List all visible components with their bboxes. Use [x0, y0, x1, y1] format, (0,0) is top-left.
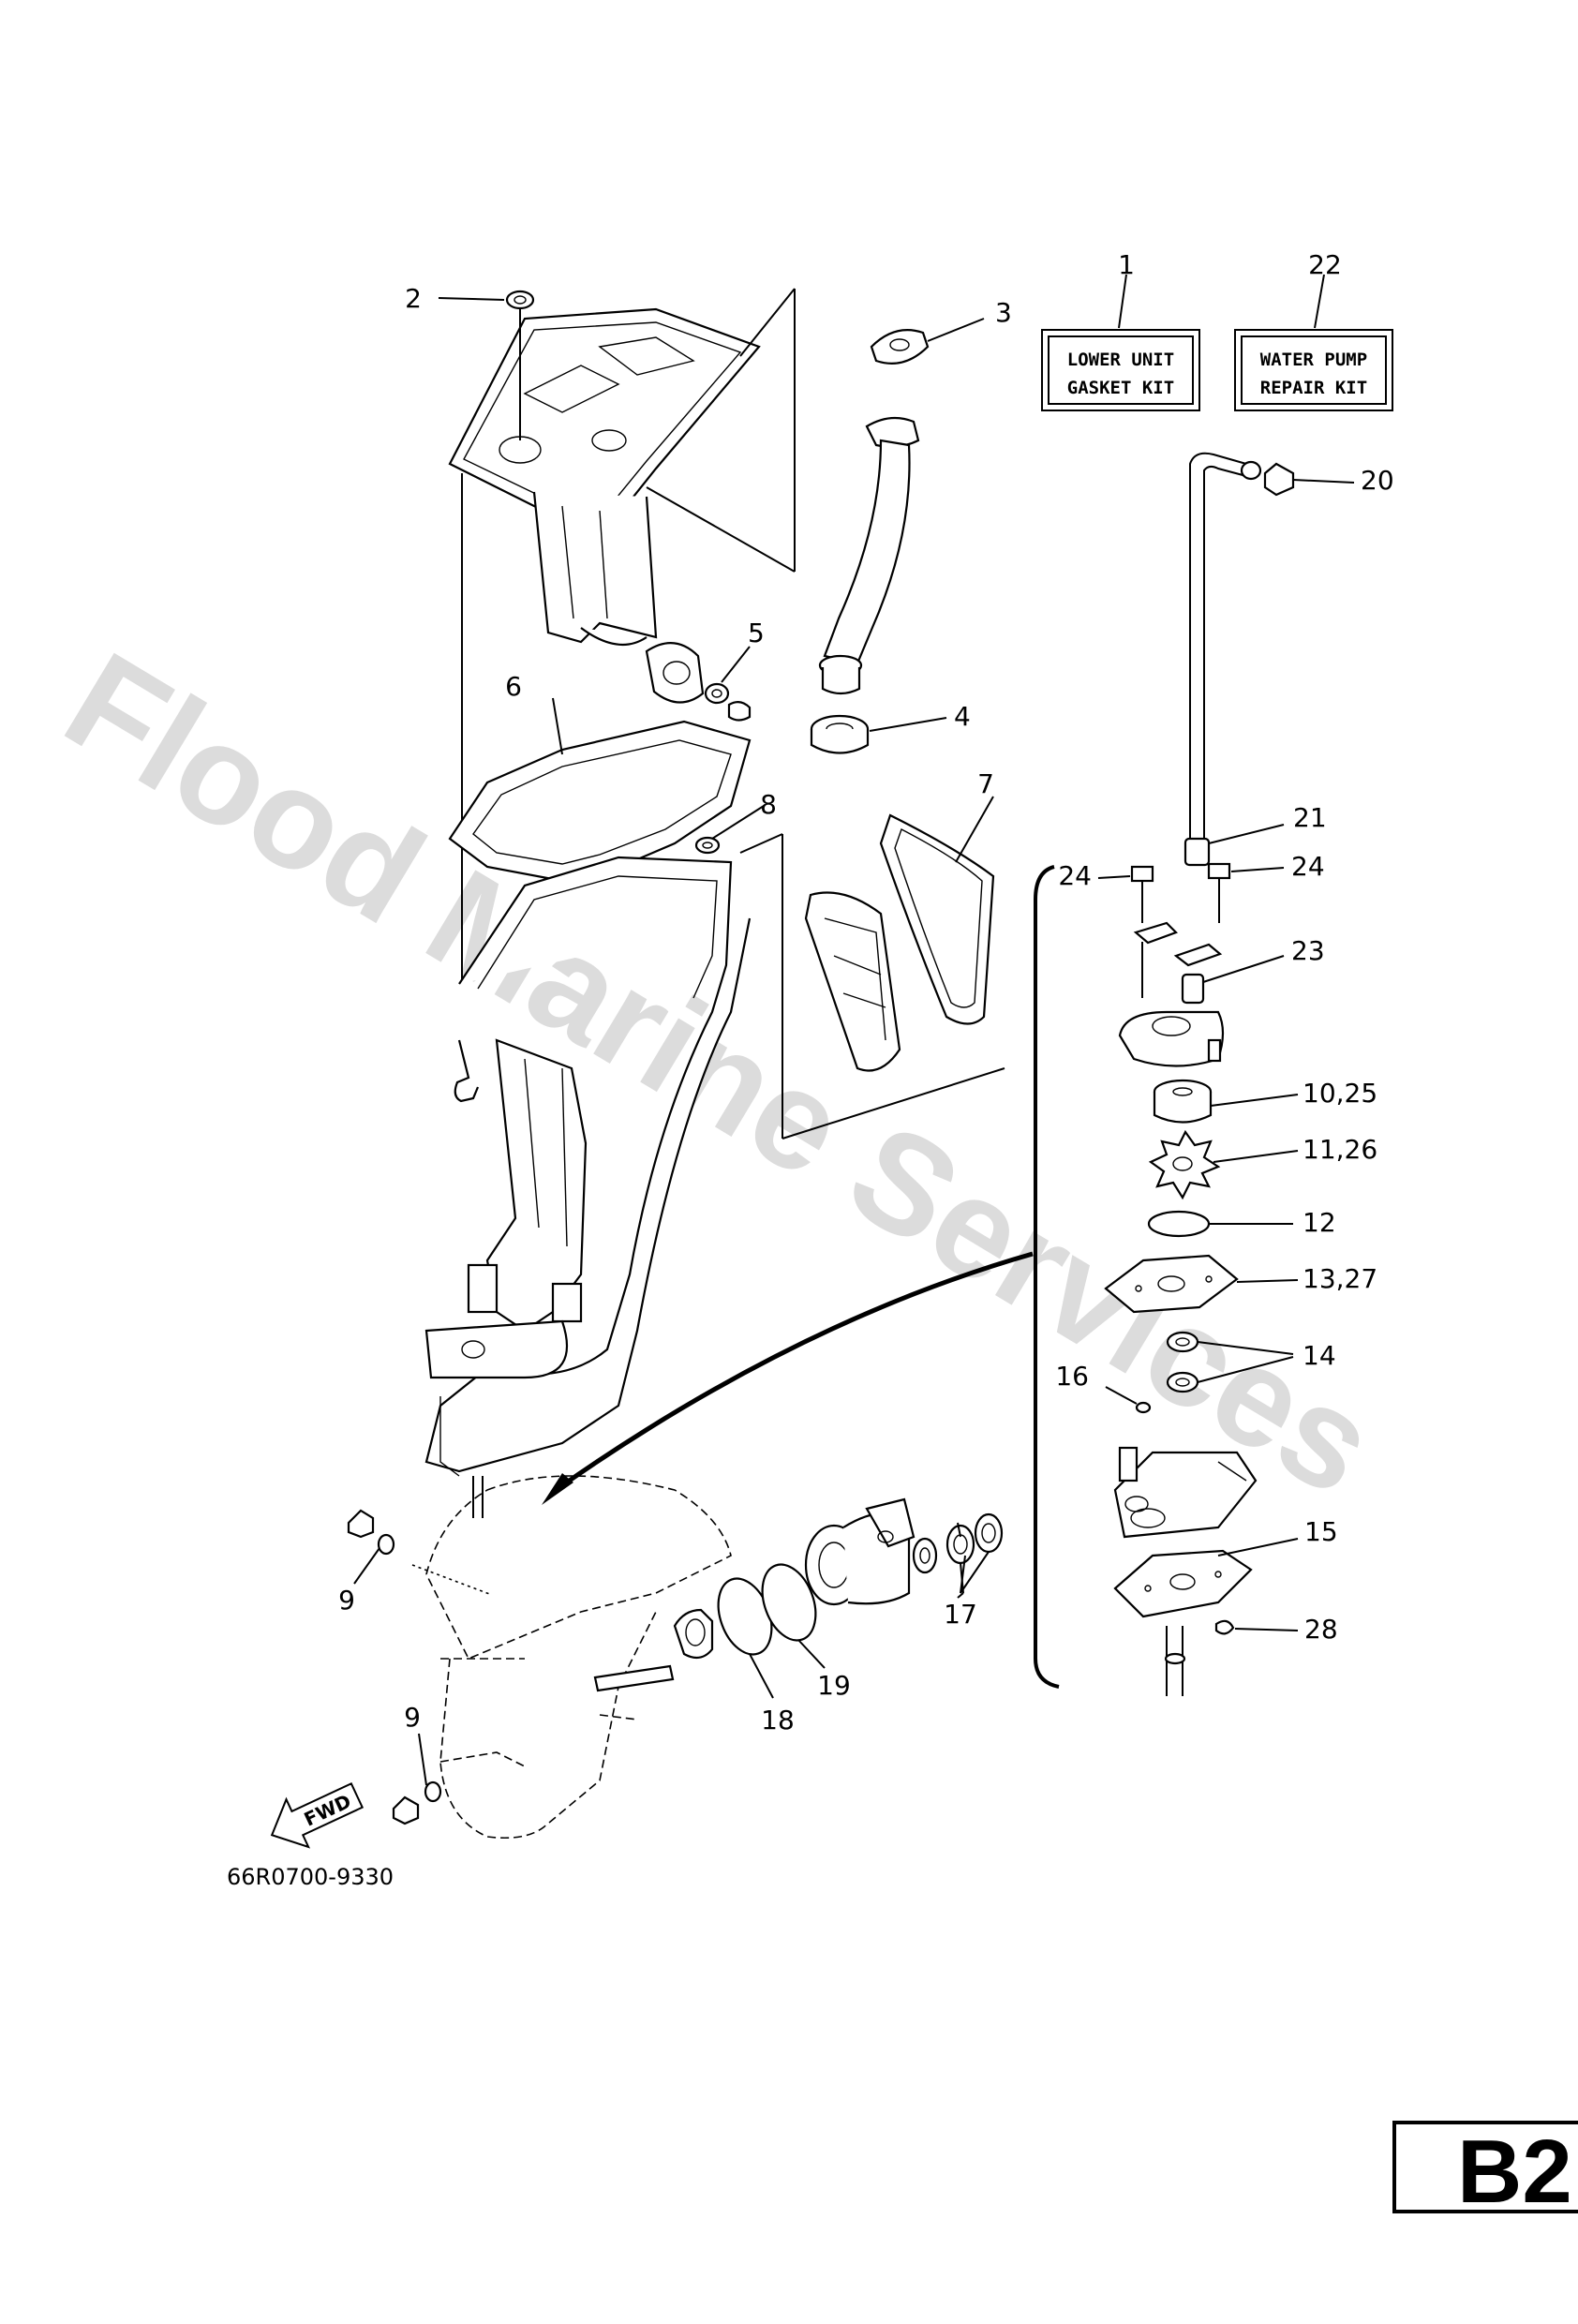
sleeve-21: [1184, 824, 1285, 867]
grommet-20: [1263, 462, 1355, 497]
drain-plug-9-upper: [347, 1509, 395, 1585]
callout-21: 21: [1293, 802, 1327, 833]
callout-9-upper: 9: [338, 1585, 355, 1616]
seal-4: [810, 714, 947, 754]
pump-case-base: [1113, 1446, 1258, 1539]
callout-20: 20: [1361, 465, 1394, 496]
exhaust-tube: [818, 416, 920, 695]
page-label: B2: [1457, 2122, 1572, 2222]
callout-11-26: 11,26: [1303, 1134, 1377, 1165]
callout-7: 7: [977, 768, 994, 799]
key-28: [1214, 1619, 1299, 1635]
kit-22-line2: REPAIR KIT: [1260, 378, 1367, 398]
callout-23: 23: [1291, 935, 1325, 966]
callout-9-lower: 9: [404, 1702, 421, 1733]
callout-13-27: 13,27: [1303, 1263, 1377, 1294]
insert-cartridge-10-25: [1153, 1079, 1299, 1124]
bolt-housing: [454, 1039, 480, 1103]
callout-17: 17: [944, 1599, 977, 1630]
insert-23: [1181, 955, 1285, 1005]
lower-unit-gasket-kit-box: 1 LOWER UNIT GASKET KIT: [1041, 249, 1200, 411]
lower-unit-gearcase: [411, 1475, 732, 1840]
pin-16: [1105, 1386, 1152, 1414]
water-pump-repair-kit-box: 22 WATER PUMP REPAIR KIT: [1234, 249, 1393, 411]
fwd-arrow-icon: FWD: [270, 1781, 365, 1849]
callout-12: 12: [1303, 1207, 1336, 1238]
callout-8: 8: [760, 789, 777, 820]
upper-casing-part: [448, 307, 761, 647]
callout-6: 6: [505, 671, 522, 702]
callout-10-25: 10,25: [1303, 1078, 1377, 1109]
kit-1-line2: GASKET KIT: [1067, 378, 1174, 398]
o-ring-12: [1147, 1210, 1293, 1238]
water-tube: [1189, 452, 1262, 839]
impeller-11-26: [1148, 1129, 1299, 1200]
thrust-washer: [912, 1537, 938, 1574]
callout-4: 4: [954, 701, 971, 732]
gasket-15: [1113, 1538, 1299, 1618]
callout-18: 18: [761, 1705, 795, 1736]
drive-shaft-stub: [1164, 1626, 1186, 1696]
callout-22: 22: [1308, 249, 1342, 280]
callout-3: 3: [995, 297, 1012, 328]
diagram-code: 66R0700-9330: [227, 1864, 394, 1890]
callout-19: 19: [817, 1670, 851, 1701]
outer-plate-13-27: [1104, 1254, 1299, 1314]
callout-24-right: 24: [1291, 851, 1325, 882]
callout-2: 2: [405, 283, 422, 314]
o-ring-19: [761, 1563, 826, 1669]
drive-shaft-housing: [424, 856, 752, 1477]
gasket-6: [448, 697, 752, 883]
callout-5: 5: [748, 618, 765, 648]
oil-seal-17: [945, 1512, 1004, 1599]
callout-14: 14: [1303, 1340, 1336, 1371]
callout-16: 16: [1055, 1361, 1089, 1392]
gasket-3: [870, 318, 985, 365]
pump-housing: [1118, 1010, 1225, 1067]
drain-plug-9-lower: [392, 1733, 442, 1825]
callout-1: 1: [1118, 249, 1135, 280]
kit-22-line1: WATER PUMP: [1260, 350, 1367, 370]
callout-28: 28: [1304, 1614, 1338, 1645]
callout-24-left: 24: [1058, 860, 1092, 891]
seal-14: [1166, 1331, 1294, 1393]
rubber-seal-7: [804, 796, 995, 1072]
bolt-24-left: [1097, 865, 1154, 923]
propeller-shaft-housing: [804, 1497, 916, 1606]
water-tube-seal: [645, 642, 705, 704]
grommet-8: [694, 805, 765, 855]
page-label-box: B2: [1392, 2121, 1578, 2222]
bearing-sleeve: [673, 1608, 714, 1660]
grommet-2: [438, 290, 535, 440]
grommet-5: [704, 646, 752, 722]
kit-1-line1: LOWER UNIT: [1067, 350, 1174, 370]
callout-15: 15: [1304, 1516, 1338, 1547]
bolt-24-right: [1207, 862, 1285, 923]
